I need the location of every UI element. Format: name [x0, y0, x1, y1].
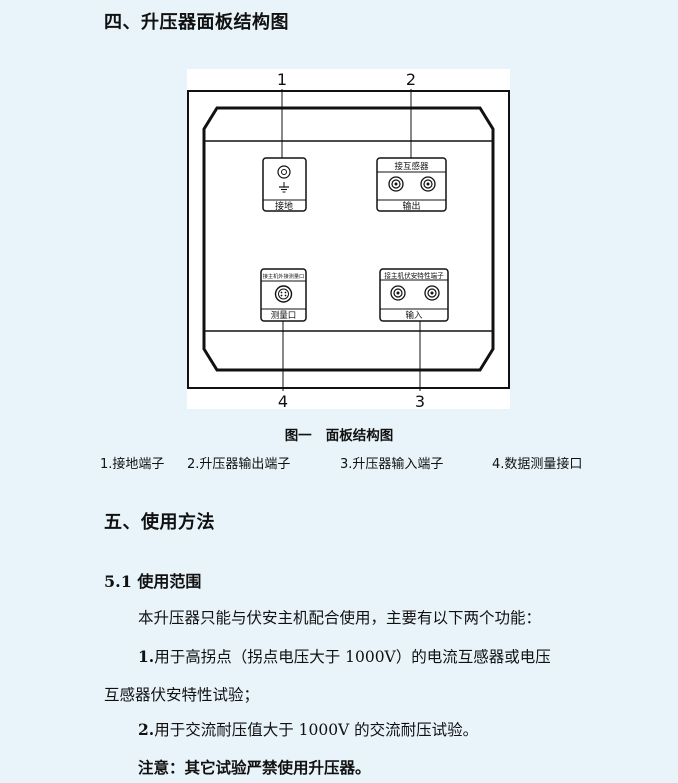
- section-4-heading: 四、升压器面板结构图: [104, 12, 289, 33]
- input-terminal-panel: 接主机伏安特性端子 输入: [379, 268, 449, 322]
- callout-3: 3: [415, 392, 425, 409]
- item-1-line-1: 1.用于高拐点（拐点电压大于 1000V）的电流互感器或电压: [138, 645, 551, 667]
- callout-2: 2: [406, 70, 416, 89]
- legend-item-4: 4.数据测量接口: [492, 457, 583, 472]
- item-1-text: 用于高拐点（拐点电压大于 1000V）的电流互感器或电压: [154, 648, 551, 666]
- ground-symbol-icon: [279, 182, 289, 193]
- outer-frame: [187, 90, 510, 389]
- item-1-line-2: 互感器伏安特性试验；: [104, 686, 260, 704]
- measurement-top-label: 接主机外接测量口: [263, 272, 305, 280]
- item-1-number: 1.: [138, 647, 155, 666]
- panel-structure-figure: 1 2 3 4 接地 接互感器: [187, 69, 510, 411]
- figure-caption: 图一 面板结构图: [284, 428, 394, 444]
- ground-terminal-panel: 接地: [262, 157, 307, 212]
- panel-outline: [202, 106, 495, 372]
- output-top-label: 接互感器: [394, 161, 429, 172]
- section-5-heading: 五、使用方法: [104, 512, 215, 533]
- item-2-number: 2.: [138, 720, 155, 739]
- ground-label: 接地: [275, 200, 293, 212]
- input-bottom-label: 输入: [405, 310, 423, 321]
- ground-jack: [277, 165, 291, 179]
- callout-1: 1: [277, 70, 287, 89]
- measurement-socket-icon: [274, 285, 293, 303]
- callout-4: 4: [278, 392, 288, 409]
- subsection-5-1-heading: 5.1 使用范围: [104, 572, 202, 591]
- item-2-text: 用于交流耐压值大于 1000V 的交流耐压试验。: [154, 721, 479, 739]
- legend-item-3: 3.升压器输入端子: [340, 457, 444, 472]
- warning-note: 注意：其它试验严禁使用升压器。: [138, 758, 371, 777]
- intro-paragraph: 本升压器只能与伏安主机配合使用，主要有以下两个功能：: [138, 609, 542, 627]
- output-jack-right: [420, 176, 436, 192]
- input-jack-left: [390, 285, 406, 301]
- legend-item-1: 1.接地端子: [100, 457, 165, 472]
- measurement-port-panel: 接主机外接测量口 测量口: [260, 268, 307, 322]
- output-terminal-panel: 接互感器 输出: [376, 157, 447, 212]
- input-jack-right: [424, 285, 440, 301]
- measurement-bottom-label: 测量口: [271, 311, 297, 321]
- panel-diagram: 1 2 3 4 接地 接互感器: [187, 70, 510, 411]
- output-bottom-label: 输出: [402, 200, 420, 212]
- legend-item-2: 2.升压器输出端子: [187, 457, 291, 472]
- input-top-label: 接主机伏安特性端子: [384, 271, 444, 280]
- item-2: 2.用于交流耐压值大于 1000V 的交流耐压试验。: [138, 718, 478, 740]
- output-jack-left: [388, 176, 404, 192]
